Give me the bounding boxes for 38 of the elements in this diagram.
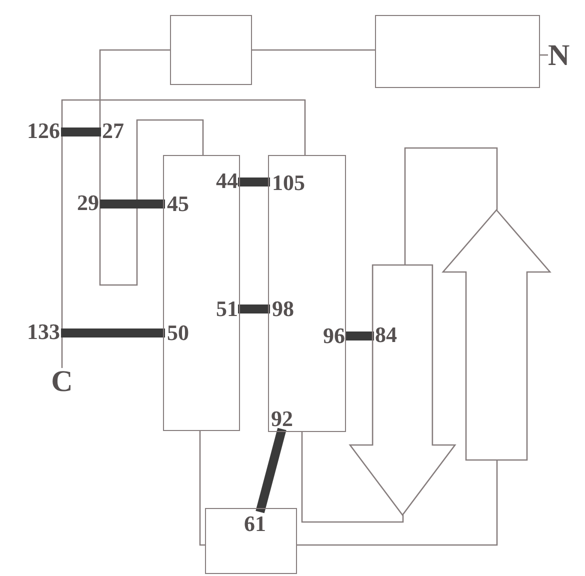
residue-number: 44 — [216, 170, 238, 192]
chain-line — [540, 54, 548, 56]
bond-bar — [61, 128, 101, 136]
bond-bar — [256, 428, 286, 514]
strand-arrow — [443, 210, 550, 460]
residue-number: 92 — [271, 408, 293, 430]
rectangle-box — [170, 15, 252, 85]
bond-bar — [61, 328, 165, 338]
residue-number: 50 — [167, 322, 189, 344]
terminus-label: N — [548, 41, 570, 71]
bond-bar — [100, 200, 165, 208]
terminus-label: C — [51, 367, 73, 397]
chain-line — [301, 432, 404, 523]
residue-number: 98 — [272, 298, 294, 320]
bond-bar — [238, 178, 270, 186]
residue-number: 61 — [244, 513, 266, 535]
residue-number: 51 — [216, 298, 238, 320]
rectangle-box — [205, 508, 297, 574]
chain-line — [99, 49, 204, 286]
residue-number: 105 — [272, 172, 305, 194]
bond-bar — [345, 332, 374, 340]
residue-number: 29 — [77, 192, 99, 214]
chain-line — [297, 460, 498, 546]
strand-arrow — [350, 265, 455, 515]
helix-box — [268, 155, 346, 432]
residue-number: 96 — [323, 325, 345, 347]
bond-bar — [238, 304, 270, 314]
residue-number: 45 — [167, 193, 189, 215]
chain-line — [404, 147, 498, 265]
helix-box — [163, 155, 240, 431]
residue-number: 133 — [27, 321, 60, 343]
chain-line — [199, 431, 205, 546]
chain-line — [252, 49, 375, 51]
rectangle-box — [375, 15, 540, 88]
residue-number: 27 — [102, 120, 124, 142]
chain-line — [61, 99, 306, 368]
residue-number: 126 — [27, 120, 60, 142]
residue-number: 84 — [375, 324, 397, 346]
